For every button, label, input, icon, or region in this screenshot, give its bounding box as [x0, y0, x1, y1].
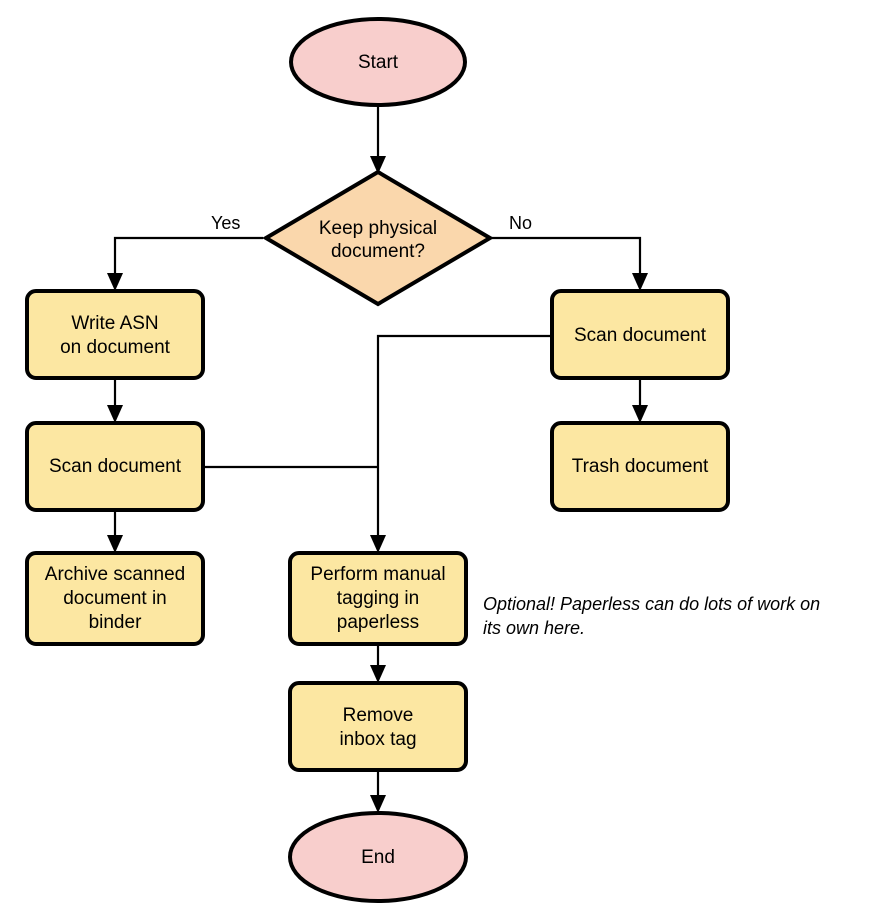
node-start[interactable]: Start: [289, 17, 467, 107]
node-remove-inbox-tag-shape[interactable]: [288, 681, 468, 772]
node-archive-label-line3: binder: [89, 612, 142, 633]
node-manual-tag-label-line1: Perform manual: [310, 564, 445, 585]
node-end-label: End: [361, 847, 395, 868]
node-scan-document-right[interactable]: Scan document: [550, 289, 730, 380]
node-scan-document-left[interactable]: Scan document: [25, 421, 205, 512]
node-start-label: Start: [358, 52, 399, 73]
node-decision-label-line1: Keep physical: [319, 218, 437, 239]
node-remove-inbox-tag[interactable]: Remove inbox tag: [288, 681, 468, 772]
node-write-asn[interactable]: Write ASN on document: [25, 289, 205, 380]
node-trash-document[interactable]: Trash document: [550, 421, 730, 512]
edge-label-yes: Yes: [211, 213, 240, 233]
node-perform-manual-tagging[interactable]: Perform manual tagging in paperless: [288, 551, 468, 646]
node-archive-label-line2: document in: [63, 588, 167, 609]
node-scan-document-left-shape[interactable]: [25, 421, 205, 512]
node-scan-document-right-shape[interactable]: [550, 289, 730, 380]
node-archive-scanned-document-shape[interactable]: [25, 551, 205, 646]
node-remove-inbox-label-line1: Remove: [343, 705, 414, 726]
node-decision-keep-physical-document[interactable]: Keep physical document?: [262, 169, 494, 307]
annotation-optional-note: Optional! Paperless can do lots of work …: [483, 594, 820, 638]
edge-write-asn-to-scan-left-arrowhead: [107, 405, 123, 423]
node-manual-tag-label-line3: paperless: [337, 612, 419, 633]
edge-yes-to-write-asn-arrowhead: [107, 273, 123, 291]
node-start-shape[interactable]: [289, 17, 467, 107]
edge-label-no: No: [509, 213, 532, 233]
connector-layer: [107, 102, 648, 813]
node-perform-manual-tagging-shape[interactable]: [288, 551, 468, 646]
node-archive-scanned-document[interactable]: Archive scanned document in binder: [25, 551, 205, 646]
edge-manual-tag-to-remove-inbox-arrowhead: [370, 665, 386, 683]
node-end[interactable]: End: [288, 811, 468, 903]
edge-scan-right-to-manual-tag: [376, 334, 552, 543]
node-trash-document-label: Trash document: [572, 456, 709, 477]
node-archive-label-line1: Archive scanned: [45, 564, 185, 585]
node-manual-tag-label-line2: tagging in: [337, 588, 419, 609]
edge-trunk-to-manual-tag-arrowhead: [370, 535, 386, 553]
node-decision-label-line2: document?: [331, 241, 425, 262]
node-remove-inbox-label-line2: inbox tag: [339, 729, 416, 750]
node-scan-document-right-label: Scan document: [574, 325, 707, 346]
node-write-asn-label-line2: on document: [60, 337, 171, 358]
annotation-line2: its own here.: [483, 618, 585, 638]
node-end-shape[interactable]: [288, 811, 468, 903]
edge-no-to-scan-right-arrowhead: [632, 273, 648, 291]
edge-start-to-decision-arrowhead: [370, 156, 386, 174]
node-write-asn-label-line1: Write ASN: [71, 313, 158, 334]
annotation-line1: Optional! Paperless can do lots of work …: [483, 594, 820, 614]
edge-yes-to-write-asn: [113, 236, 263, 281]
node-trash-document-shape[interactable]: [550, 421, 730, 512]
edge-remove-inbox-to-end-arrowhead: [370, 795, 386, 813]
node-decision-shape[interactable]: [262, 169, 494, 307]
edge-scan-left-to-archive-arrowhead: [107, 535, 123, 553]
edge-scan-right-to-trash-arrowhead: [632, 405, 648, 423]
node-scan-document-left-label: Scan document: [49, 456, 182, 477]
node-write-asn-shape[interactable]: [25, 289, 205, 380]
edge-no-to-scan-right: [490, 236, 642, 281]
